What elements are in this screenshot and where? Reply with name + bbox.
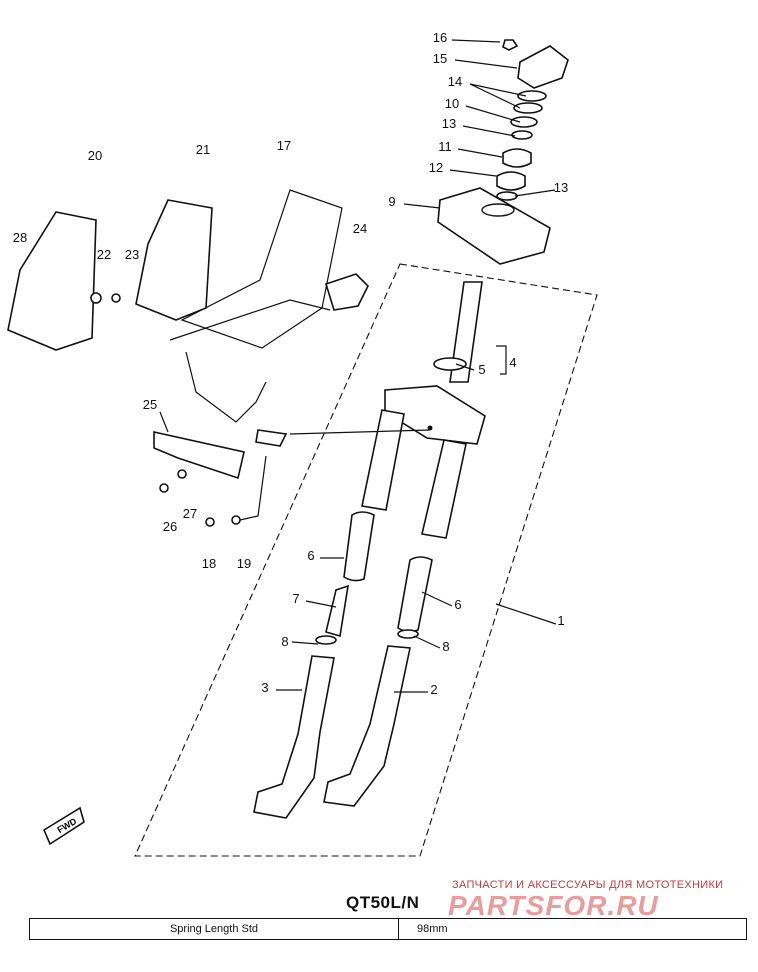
callout-6: 6 bbox=[454, 597, 461, 612]
callout-10: 10 bbox=[445, 96, 459, 111]
callout-24: 24 bbox=[353, 221, 367, 236]
callout-7: 7 bbox=[292, 591, 299, 606]
model-title: QT50L/N bbox=[346, 893, 420, 912]
callout-20: 20 bbox=[88, 148, 102, 163]
callout-leaders bbox=[159, 39, 557, 693]
callout-11: 11 bbox=[438, 139, 452, 154]
steering-head-parts bbox=[437, 39, 569, 265]
callout-19: 19 bbox=[237, 556, 251, 571]
callout-12: 12 bbox=[429, 160, 443, 175]
callout-3: 3 bbox=[261, 680, 268, 695]
callout-13: 13 bbox=[554, 180, 568, 195]
watermark-tagline: ЗАПЧАСТИ И АКСЕССУАРЫ ДЛЯ МОТОТЕХНИКИ bbox=[452, 879, 724, 891]
callout-17: 17 bbox=[277, 138, 291, 153]
fork-sliders bbox=[253, 645, 411, 819]
spec-table: Spring Length Std 98mm bbox=[29, 918, 747, 940]
watermark-logo: PARTSFOR.RU bbox=[448, 890, 659, 921]
callout-2: 2 bbox=[430, 682, 437, 697]
callout-28: 28 bbox=[13, 230, 27, 245]
callout-6: 6 bbox=[307, 548, 314, 563]
assembly-outline bbox=[134, 263, 598, 857]
callout-4: 4 bbox=[509, 355, 516, 370]
callout-13: 13 bbox=[442, 116, 456, 131]
callout-18: 18 bbox=[202, 556, 216, 571]
callout-5: 5 bbox=[478, 362, 485, 377]
callout-21: 21 bbox=[196, 142, 210, 157]
fork-tubes bbox=[315, 409, 467, 645]
spec-value: 98mm bbox=[417, 923, 448, 935]
callout-25: 25 bbox=[143, 397, 157, 412]
callout-9: 9 bbox=[388, 194, 395, 209]
callout-27: 27 bbox=[183, 506, 197, 521]
callout-14: 14 bbox=[448, 74, 462, 89]
callout-26: 26 bbox=[163, 519, 177, 534]
callout-8: 8 bbox=[442, 639, 449, 654]
callout-22: 22 bbox=[97, 247, 111, 262]
spec-label: Spring Length Std bbox=[30, 919, 399, 939]
callout-15: 15 bbox=[433, 51, 447, 66]
cowl-bracket-parts bbox=[7, 189, 431, 527]
callout-16: 16 bbox=[433, 30, 447, 45]
callout-8: 8 bbox=[281, 634, 288, 649]
fwd-arrow-icon: FWD bbox=[42, 806, 85, 846]
callout-23: 23 bbox=[125, 247, 139, 262]
callout-1: 1 bbox=[557, 613, 564, 628]
